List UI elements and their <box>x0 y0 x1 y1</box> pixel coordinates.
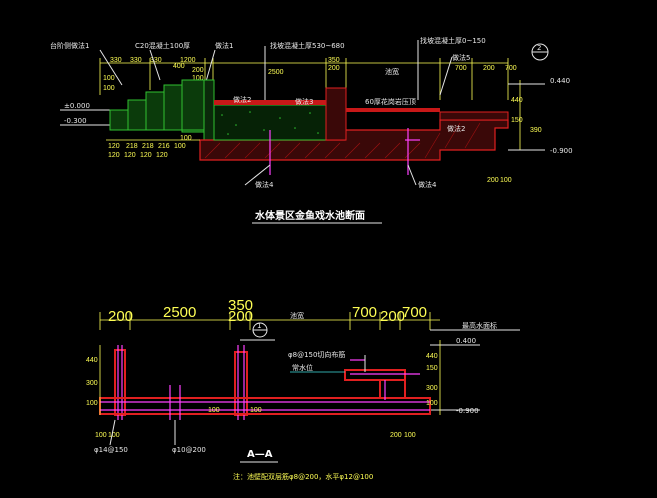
bot-dim-700a: 700 <box>352 304 377 321</box>
label-method4a: 做法4 <box>255 180 274 189</box>
right-dim-440: 440 <box>511 97 523 104</box>
level-neg0900: -0.900 <box>550 147 573 155</box>
level-0440: 0.440 <box>550 77 570 85</box>
bottom-section-label: A—A <box>247 449 273 460</box>
top-dim-2500: 2500 <box>268 69 284 76</box>
bottom-right-dim-150: 150 <box>426 365 438 372</box>
top-section-mark: 2 <box>537 44 541 52</box>
label-slope2: 找坡混凝土厚0~150 <box>420 36 486 45</box>
bot-dim-700b: 700 <box>402 304 427 321</box>
steps-block <box>109 79 205 133</box>
left-wall <box>114 345 126 420</box>
br-dim-200: 200 <box>487 177 499 184</box>
level-neg0300: -0.300 <box>64 117 87 125</box>
bottom-rebar2: φ10@200 <box>172 446 206 454</box>
bottom-right-dim-300: 300 <box>426 385 438 392</box>
mid-wall <box>234 345 248 420</box>
bottom-section: 200 2500 350 200 700 200 700 池宽 最高水面标 0.… <box>86 297 520 481</box>
bot-dim-200b: 200 <box>228 308 253 325</box>
bottom-pool-width: 池宽 <box>290 311 304 320</box>
right-shelf <box>344 355 420 400</box>
top-dim-330b: 330 <box>130 57 142 64</box>
br-dim-100: 100 <box>500 177 512 184</box>
top-dim-330a: 330 <box>110 57 122 64</box>
bottom-left-dim-100: 100 <box>86 400 98 407</box>
bottom-dim-mid-100b: 100 <box>250 407 262 414</box>
top-dim-small-200: 200 <box>328 65 340 72</box>
label-slope1: 找坡混凝土厚530~680 <box>270 41 345 50</box>
bot-dim-350: 350 <box>228 297 253 314</box>
bot-dim-200c: 200 <box>380 308 405 325</box>
label-granite: 60厚花岗岩压顶 <box>365 97 416 106</box>
label-method4b: 做法4 <box>418 180 437 189</box>
bottom-water-label: 常水位 <box>292 363 313 372</box>
bottom-section-mark: 1 <box>257 322 261 330</box>
bottom-rebar1: φ14@150 <box>94 446 128 454</box>
pool-structure <box>199 79 509 175</box>
top-pool-width: 池宽 <box>385 67 399 76</box>
bot-dim-120a: 120 <box>108 143 120 150</box>
bottom-left-dim-300: 300 <box>86 380 98 387</box>
top-dim-200b: 200 <box>483 65 495 72</box>
bot-dim-218b: 218 <box>142 143 154 150</box>
bottom-dim-br-100: 100 <box>404 432 416 439</box>
bottom-dim-bl-100a: 100 <box>95 432 107 439</box>
label-method5: 做法5 <box>452 53 470 62</box>
top-dim-350: 350 <box>328 57 340 64</box>
bot-dim-100a: 100 <box>174 143 186 150</box>
label-method2a: 做法2 <box>233 95 251 104</box>
bot-dim-120e: 120 <box>156 152 168 159</box>
level-0000: ±0.000 <box>64 102 90 110</box>
bottom-dim-br-200: 200 <box>390 432 402 439</box>
right-dim-150: 150 <box>511 117 523 124</box>
bottom-note: 注：池壁配双层筋φ8@200，水平φ12@100 <box>233 472 373 481</box>
top-dim-330c: 330 <box>150 57 162 64</box>
top-section: 330 330 330 1200 200 350 2500 700 200 70… <box>50 36 573 224</box>
bottom-rebar-label: φ8@150切向布筋 <box>288 350 345 359</box>
bot-dim-120c: 120 <box>124 152 136 159</box>
bot-dim-216: 216 <box>158 143 170 150</box>
top-dim-700b: 700 <box>505 65 517 72</box>
label-c20: C20混凝土100厚 <box>135 41 190 50</box>
bot-dim-218a: 218 <box>126 143 138 150</box>
bottom-dim-bl-100b: 100 <box>108 432 120 439</box>
bottom-left-dim-440: 440 <box>86 357 98 364</box>
top-dim-200: 200 <box>192 67 204 74</box>
bottom-level-top: 0.400 <box>456 337 476 345</box>
bottom-dim-mid-100a: 100 <box>208 407 220 414</box>
bot-dim-120b: 120 <box>108 152 120 159</box>
bot-dim-2500: 2500 <box>163 304 196 321</box>
top-dim-small-100b: 100 <box>103 85 115 92</box>
bot-dim-100b: 100 <box>180 135 192 142</box>
top-dim-small-400: 400 <box>173 63 185 70</box>
label-method1: 做法1 <box>215 41 233 50</box>
top-dim-700a: 700 <box>455 65 467 72</box>
bottom-right-dim-440: 440 <box>426 353 438 360</box>
top-dim-1200: 1200 <box>180 57 196 64</box>
bottom-level-bottom: -0.900 <box>456 407 479 415</box>
label-method2b: 做法2 <box>447 124 465 133</box>
bottom-waterlevel: 最高水面标 <box>462 321 497 330</box>
label-method3: 做法3 <box>295 97 313 106</box>
top-dim-small-100c: 100 <box>192 75 204 82</box>
top-title: 水体景区金鱼戏水池断面 <box>254 209 365 222</box>
label-steps: 台阶侧做法1 <box>50 41 89 50</box>
right-dim-390: 390 <box>530 127 542 134</box>
bot-dim-200a: 200 <box>108 308 133 325</box>
bot-dim-120d: 120 <box>140 152 152 159</box>
bottom-right-dim-100: 100 <box>426 400 438 407</box>
top-dim-small-100a: 100 <box>103 75 115 82</box>
